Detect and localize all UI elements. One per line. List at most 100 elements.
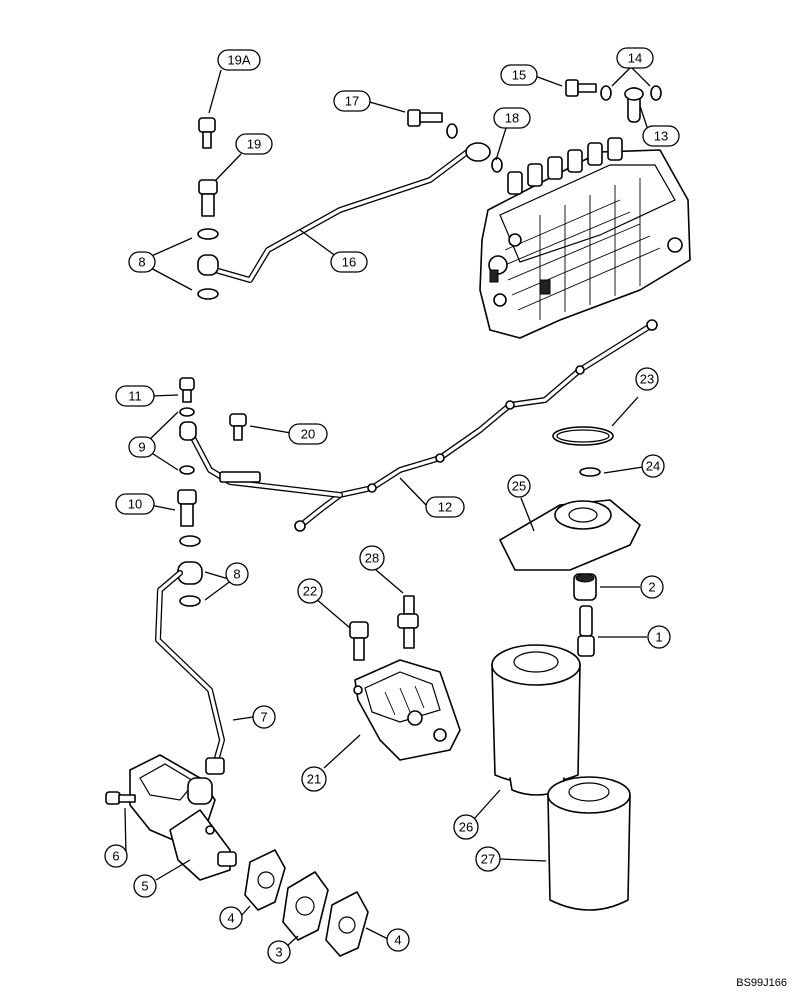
drain-valve-1 — [577, 605, 595, 657]
svg-text:9: 9 — [138, 440, 145, 455]
callout-10: 10 — [115, 493, 155, 515]
sealing-washer — [600, 85, 612, 101]
sealing-washer — [179, 535, 201, 547]
callout-26: 26 — [453, 814, 479, 840]
svg-text:28: 28 — [365, 551, 379, 566]
gasket-4-lower — [325, 891, 369, 957]
svg-text:16: 16 — [342, 255, 356, 270]
callout-22: 22 — [297, 578, 323, 604]
fuel-line-16 — [205, 142, 491, 283]
bolt-20 — [229, 413, 247, 441]
svg-text:19: 19 — [247, 137, 261, 152]
sealing-washer — [650, 85, 662, 101]
svg-text:7: 7 — [260, 710, 267, 725]
bolt-11 — [179, 377, 195, 403]
callout-14: 14 — [616, 47, 654, 69]
svg-text:10: 10 — [128, 497, 142, 512]
svg-text:18: 18 — [505, 111, 519, 126]
leader-lines — [124, 66, 651, 947]
callout-12: 12 — [425, 496, 465, 518]
svg-text:25: 25 — [512, 479, 526, 494]
callout-13: 13 — [642, 125, 680, 147]
svg-text:4: 4 — [227, 911, 234, 926]
svg-text:1: 1 — [655, 630, 662, 645]
svg-text:22: 22 — [303, 584, 317, 599]
bolt-6 — [105, 791, 136, 805]
callout-17: 17 — [333, 90, 371, 112]
callout-24: 24 — [641, 454, 665, 478]
svg-text:15: 15 — [512, 68, 526, 83]
pump-delivery-valves — [507, 137, 623, 195]
svg-text:20: 20 — [301, 427, 315, 442]
bolt-19a — [198, 117, 216, 149]
svg-text:3: 3 — [275, 945, 282, 960]
svg-text:24: 24 — [646, 459, 660, 474]
callout-8-lower: 8 — [225, 562, 249, 586]
bolt-10 — [177, 489, 197, 527]
gasket-4-upper — [244, 849, 286, 911]
svg-text:2: 2 — [648, 580, 655, 595]
drawing-reference-code: BS99J166 — [736, 977, 787, 989]
fitting-2 — [573, 573, 597, 601]
sealing-washer — [179, 407, 195, 417]
fuel-filter-26 — [491, 644, 581, 796]
callout-1: 1 — [647, 625, 671, 649]
seal-ring-inner — [556, 429, 610, 443]
svg-text:21: 21 — [307, 772, 321, 787]
filter-head — [353, 659, 461, 761]
injection-pump — [479, 137, 691, 339]
banjo-bolt-15 — [565, 79, 597, 97]
sealing-washer — [179, 465, 195, 475]
svg-text:8: 8 — [233, 567, 240, 582]
svg-text:8: 8 — [138, 255, 145, 270]
callout-27: 27 — [475, 846, 501, 872]
callout-3: 3 — [267, 940, 291, 964]
stud-28 — [397, 595, 419, 649]
callout-19: 19 — [235, 133, 273, 155]
svg-text:6: 6 — [112, 849, 119, 864]
callout-23: 23 — [635, 367, 659, 391]
callout-11: 11 — [115, 385, 155, 407]
o-ring-24 — [579, 467, 601, 477]
banjo-bolt-17 — [407, 109, 443, 127]
svg-text:17: 17 — [345, 94, 359, 109]
callout-15: 15 — [500, 64, 538, 86]
sealing-washer — [197, 288, 219, 300]
svg-text:11: 11 — [128, 389, 142, 404]
fuel-line-12 — [187, 319, 658, 532]
svg-text:5: 5 — [141, 879, 148, 894]
callout-25: 25 — [507, 474, 531, 498]
fitting-13 — [624, 87, 644, 123]
callout-21: 21 — [301, 766, 327, 792]
fuel-line-7 — [155, 570, 225, 775]
svg-text:4: 4 — [394, 933, 401, 948]
callout-7: 7 — [252, 705, 276, 729]
callout-16: 16 — [330, 251, 368, 273]
callout-9: 9 — [128, 436, 156, 458]
sealing-washer — [179, 595, 201, 607]
callout-8-upper: 8 — [128, 251, 156, 273]
sealing-washer — [197, 228, 219, 240]
svg-text:12: 12 — [438, 500, 452, 515]
callout-20: 20 — [288, 423, 328, 445]
callout-28: 28 — [359, 545, 385, 571]
svg-text:14: 14 — [628, 51, 642, 66]
sealing-washer — [491, 157, 503, 173]
svg-text:13: 13 — [654, 129, 668, 144]
callout-19a: 19A — [217, 49, 261, 71]
svg-text:26: 26 — [459, 820, 473, 835]
bolt-22 — [349, 621, 369, 661]
callout-4-left: 4 — [219, 906, 243, 930]
svg-text:19A: 19A — [227, 53, 250, 68]
sealing-washer — [446, 123, 458, 139]
fuel-filter-27 — [547, 776, 631, 911]
callout-4-right: 4 — [386, 928, 410, 952]
svg-text:23: 23 — [640, 372, 654, 387]
svg-text:27: 27 — [481, 852, 495, 867]
callout-5: 5 — [133, 874, 157, 898]
banjo-fitting — [179, 421, 197, 441]
filter-cover-25 — [499, 499, 641, 571]
bolt-19 — [198, 179, 218, 217]
spacer-3 — [282, 871, 329, 941]
